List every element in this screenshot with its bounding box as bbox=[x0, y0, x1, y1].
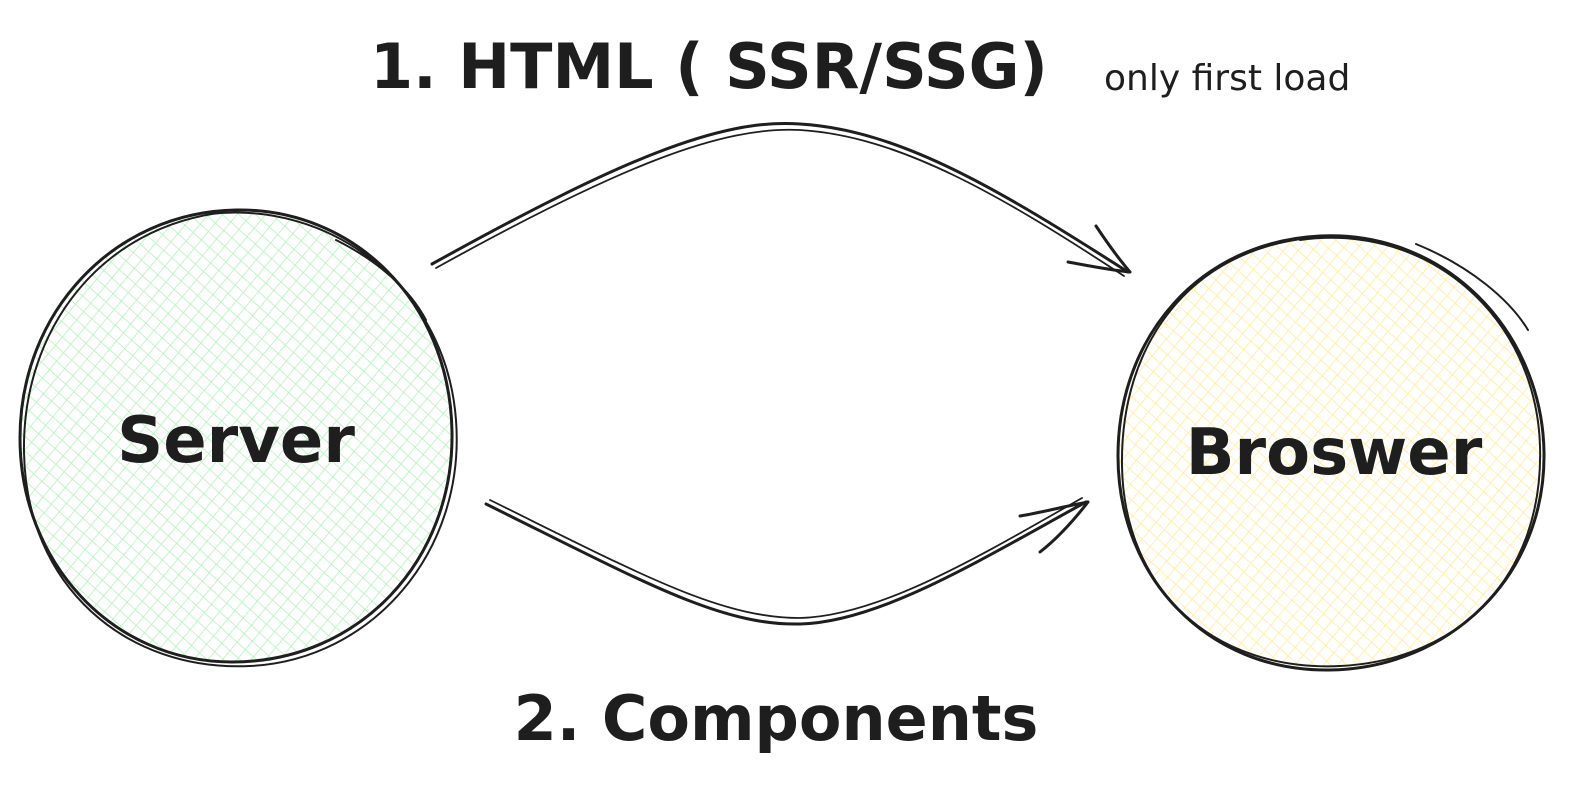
bottom-arrow-shaft-sketch bbox=[489, 497, 1083, 619]
top-arrow[interactable] bbox=[430, 121, 1132, 277]
server-label: Server bbox=[117, 404, 355, 478]
top-arrow-shaft-sketch bbox=[435, 128, 1125, 277]
browser-node[interactable]: Broswer bbox=[1116, 234, 1546, 672]
browser-outline bbox=[1116, 234, 1546, 672]
server-node[interactable]: Server bbox=[18, 208, 458, 668]
bottom-arrow-shaft bbox=[484, 500, 1088, 626]
server-crosshatch-fill bbox=[20, 210, 452, 662]
browser-crosshatch-fill bbox=[1116, 236, 1544, 668]
server-outline bbox=[18, 208, 454, 664]
server-outline-sketch bbox=[22, 211, 458, 668]
top-arrow-shaft bbox=[430, 121, 1130, 274]
browser-label: Broswer bbox=[1186, 416, 1483, 490]
top-arrow-head bbox=[1066, 224, 1132, 274]
top-arrow-note: only first load bbox=[1104, 58, 1350, 99]
bottom-arrow-head bbox=[1018, 500, 1090, 554]
browser-outline-sketch bbox=[1120, 236, 1542, 668]
bottom-arrow-label: 2. Components bbox=[514, 682, 1039, 755]
bottom-arrow[interactable] bbox=[484, 497, 1090, 626]
top-arrow-label: 1. HTML ( SSR/SSG) bbox=[370, 30, 1048, 103]
